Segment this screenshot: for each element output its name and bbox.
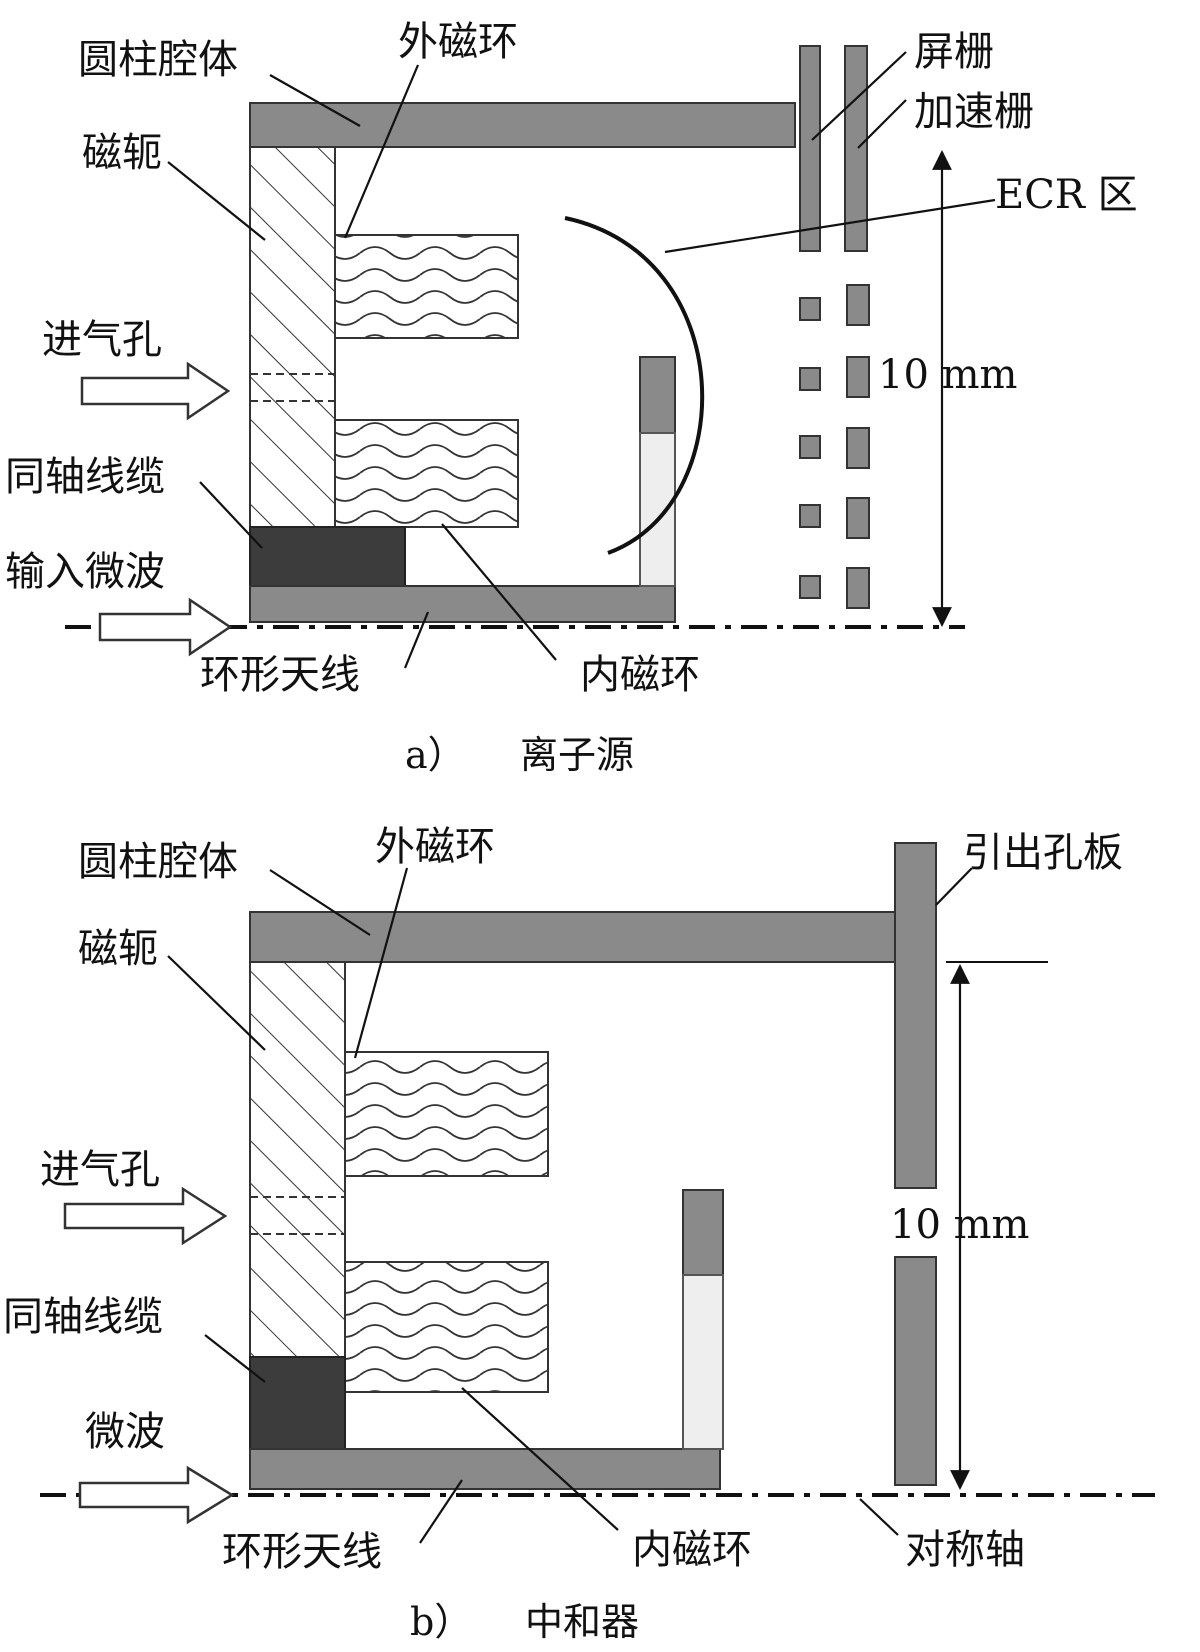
screen-grid-segment [799,367,821,391]
panel-b-neutralizer: 10 mm 圆柱腔体 外磁环 引出孔板 磁轭 进气孔 同轴线缆 微波 环形天线 … [3,824,1155,1644]
cavity-top-wall-a [249,102,796,148]
leader-yoke-a [167,161,266,241]
label-inner-magnet-a: 内磁环 [580,652,700,698]
label-screen-grid-a: 屏栅 [914,29,994,75]
insulator-post-a-lower [639,432,676,587]
screen-grid-segment [799,435,821,459]
gas-inlet-arrow-b [63,1186,228,1246]
cavity-bottom-wall-a [249,585,676,623]
inner-magnet-ring-a [334,419,519,528]
caption-letter-a: a） [405,733,466,777]
label-microwave-b: 微波 [85,1409,165,1455]
label-coax-b: 同轴线缆 [3,1294,163,1340]
accel-grid-segment [846,284,870,326]
caption-title-b: 中和器 [525,1600,639,1644]
leader-coax-a [199,481,263,549]
extraction-plate-upper [894,842,937,1189]
leader-yoke-b [167,955,266,1051]
outer-magnet-ring-a [334,234,519,339]
label-outer-magnet-b: 外磁环 [375,824,495,870]
caption-letter-b: b） [410,1600,472,1644]
label-ecr-zone-a: ECR 区 [995,172,1138,218]
screen-grid-segment [799,504,821,528]
leader-accel-grid-a [857,99,907,149]
leader-coax-b [204,1334,266,1383]
ecr-zone-arc [564,216,705,555]
yoke-a [249,146,336,528]
leader-outer-magnet-b [353,867,409,1059]
label-symmetry-axis-b: 对称轴 [905,1527,1025,1573]
coax-cable-block-a [249,526,406,587]
yoke-b [249,961,346,1358]
label-inner-magnet-b: 内磁环 [632,1527,752,1573]
accel-grid-solid-a [844,45,868,252]
label-microwave-input-a: 输入微波 [5,549,165,595]
accel-grid-segment [846,356,870,398]
accel-grid-segment [846,567,870,609]
leader-antenna-a [403,611,430,669]
insulator-post-b-upper [682,1189,724,1276]
accel-grid-segment [846,427,870,469]
panel-a-ion-source: 10 mm 圆柱腔体 外磁环 磁轭 屏栅 加速栅 ECR 区 进气孔 同轴线缆 … [5,19,1138,777]
label-cavity-b: 圆柱腔体 [78,839,238,885]
insulator-post-b-lower [682,1274,724,1450]
leader-outer-magnet-a [343,64,420,239]
label-accel-grid-a: 加速栅 [914,89,1034,135]
dimension-label-b: 10 mm [890,1202,1029,1248]
label-coax-a: 同轴线缆 [5,454,165,500]
cavity-top-wall-b [249,911,896,963]
leader-ecr-zone-a [664,198,996,254]
leader-symmetry-axis-b [859,1498,899,1536]
leader-cavity-b [269,869,371,936]
label-antenna-a: 环形天线 [200,652,360,698]
outer-magnet-ring-b [344,1051,549,1177]
extraction-plate-lower [894,1256,937,1486]
label-yoke-b: 磁轭 [78,926,158,972]
accel-grid-segment [846,497,870,539]
microwave-input-arrow-b [78,1465,235,1525]
cavity-bottom-wall-b [249,1448,721,1490]
label-outer-magnet-a: 外磁环 [398,19,518,65]
insulator-post-a-upper [639,356,676,434]
leader-cavity-a [269,74,361,127]
screen-grid-segment [799,575,821,599]
label-antenna-b: 环形天线 [222,1529,382,1575]
coax-cable-block-b [249,1356,346,1450]
label-extraction-plate-b: 引出孔板 [963,830,1123,876]
leader-extraction-plate-b [935,867,973,906]
screen-grid-solid-a [799,45,821,252]
label-cavity-a: 圆柱腔体 [78,37,238,83]
inner-magnet-ring-b [344,1261,549,1393]
gas-inlet-arrow-a [80,361,231,421]
microwave-input-arrow-a [98,597,233,657]
leader-screen-grid-a [811,51,907,141]
leader-inner-magnet-b [461,1387,619,1531]
caption-title-a: 离子源 [520,733,634,777]
leader-inner-magnet-a [441,523,557,661]
label-yoke-a: 磁轭 [82,130,162,176]
label-gas-inlet-b: 进气孔 [40,1147,160,1193]
leader-antenna-b [419,1479,463,1544]
screen-grid-segment [799,297,821,321]
dimension-label-a: 10 mm [878,352,1017,398]
label-gas-inlet-a: 进气孔 [42,317,162,363]
